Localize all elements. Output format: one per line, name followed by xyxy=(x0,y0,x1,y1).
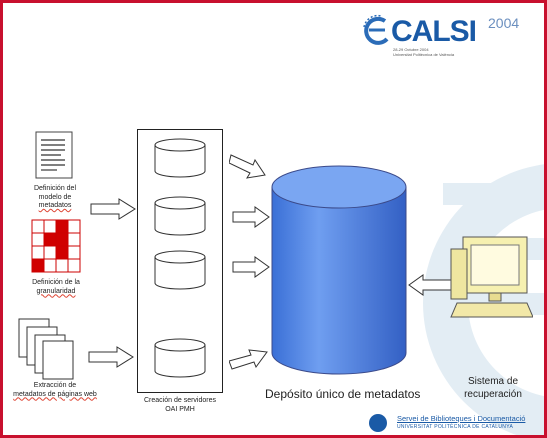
library-service-name: Servei de Biblioteques i Documentació xyxy=(397,414,526,423)
event-dates: 28-29 Octubre 2004 xyxy=(393,47,429,52)
model-label: Definición del modelo de metadatos xyxy=(33,185,77,209)
server-cylinder-1 xyxy=(154,138,206,178)
arrow-server3-icon xyxy=(232,256,270,278)
server-cylinder-3 xyxy=(154,250,206,290)
metadata-repository-cylinder xyxy=(271,165,407,375)
logo-wordmark: CALSI xyxy=(391,15,477,48)
logo-year: 2004 xyxy=(488,15,520,31)
server-cylinder-4 xyxy=(154,338,206,378)
document-icon xyxy=(35,131,73,179)
computer-icon xyxy=(450,236,533,318)
arrow-server1-icon xyxy=(229,154,266,179)
arrow-retrieval-icon xyxy=(408,274,452,296)
upc-emblem-icon xyxy=(369,414,387,432)
university-name: UNIVERSITAT POLITÈCNICA DE CATALUNYA xyxy=(397,424,514,430)
server-cylinder-2 xyxy=(154,196,206,236)
arrow-model-to-servers-icon xyxy=(90,198,136,220)
retrieval-label: Sistema de recuperación xyxy=(464,376,522,400)
arrow-server4-icon xyxy=(229,349,268,370)
extraction-label: Extracción de metadatos de páginas web xyxy=(13,382,97,398)
arrow-web-to-servers-icon xyxy=(88,346,134,368)
granularity-grid-icon xyxy=(31,219,81,273)
server-cylinders xyxy=(154,138,206,378)
repository-label: Depósito único de metadatos xyxy=(265,387,421,401)
calsi-e-icon xyxy=(363,14,389,45)
event-venue: Universitat Politècnica de València xyxy=(393,52,455,57)
arrow-server2-icon xyxy=(232,206,270,228)
web-pages-icon xyxy=(18,318,74,380)
servers-label: Creación de servidores OAI PMH xyxy=(144,397,216,413)
granularity-label: Definición de la granularidad xyxy=(32,279,80,295)
